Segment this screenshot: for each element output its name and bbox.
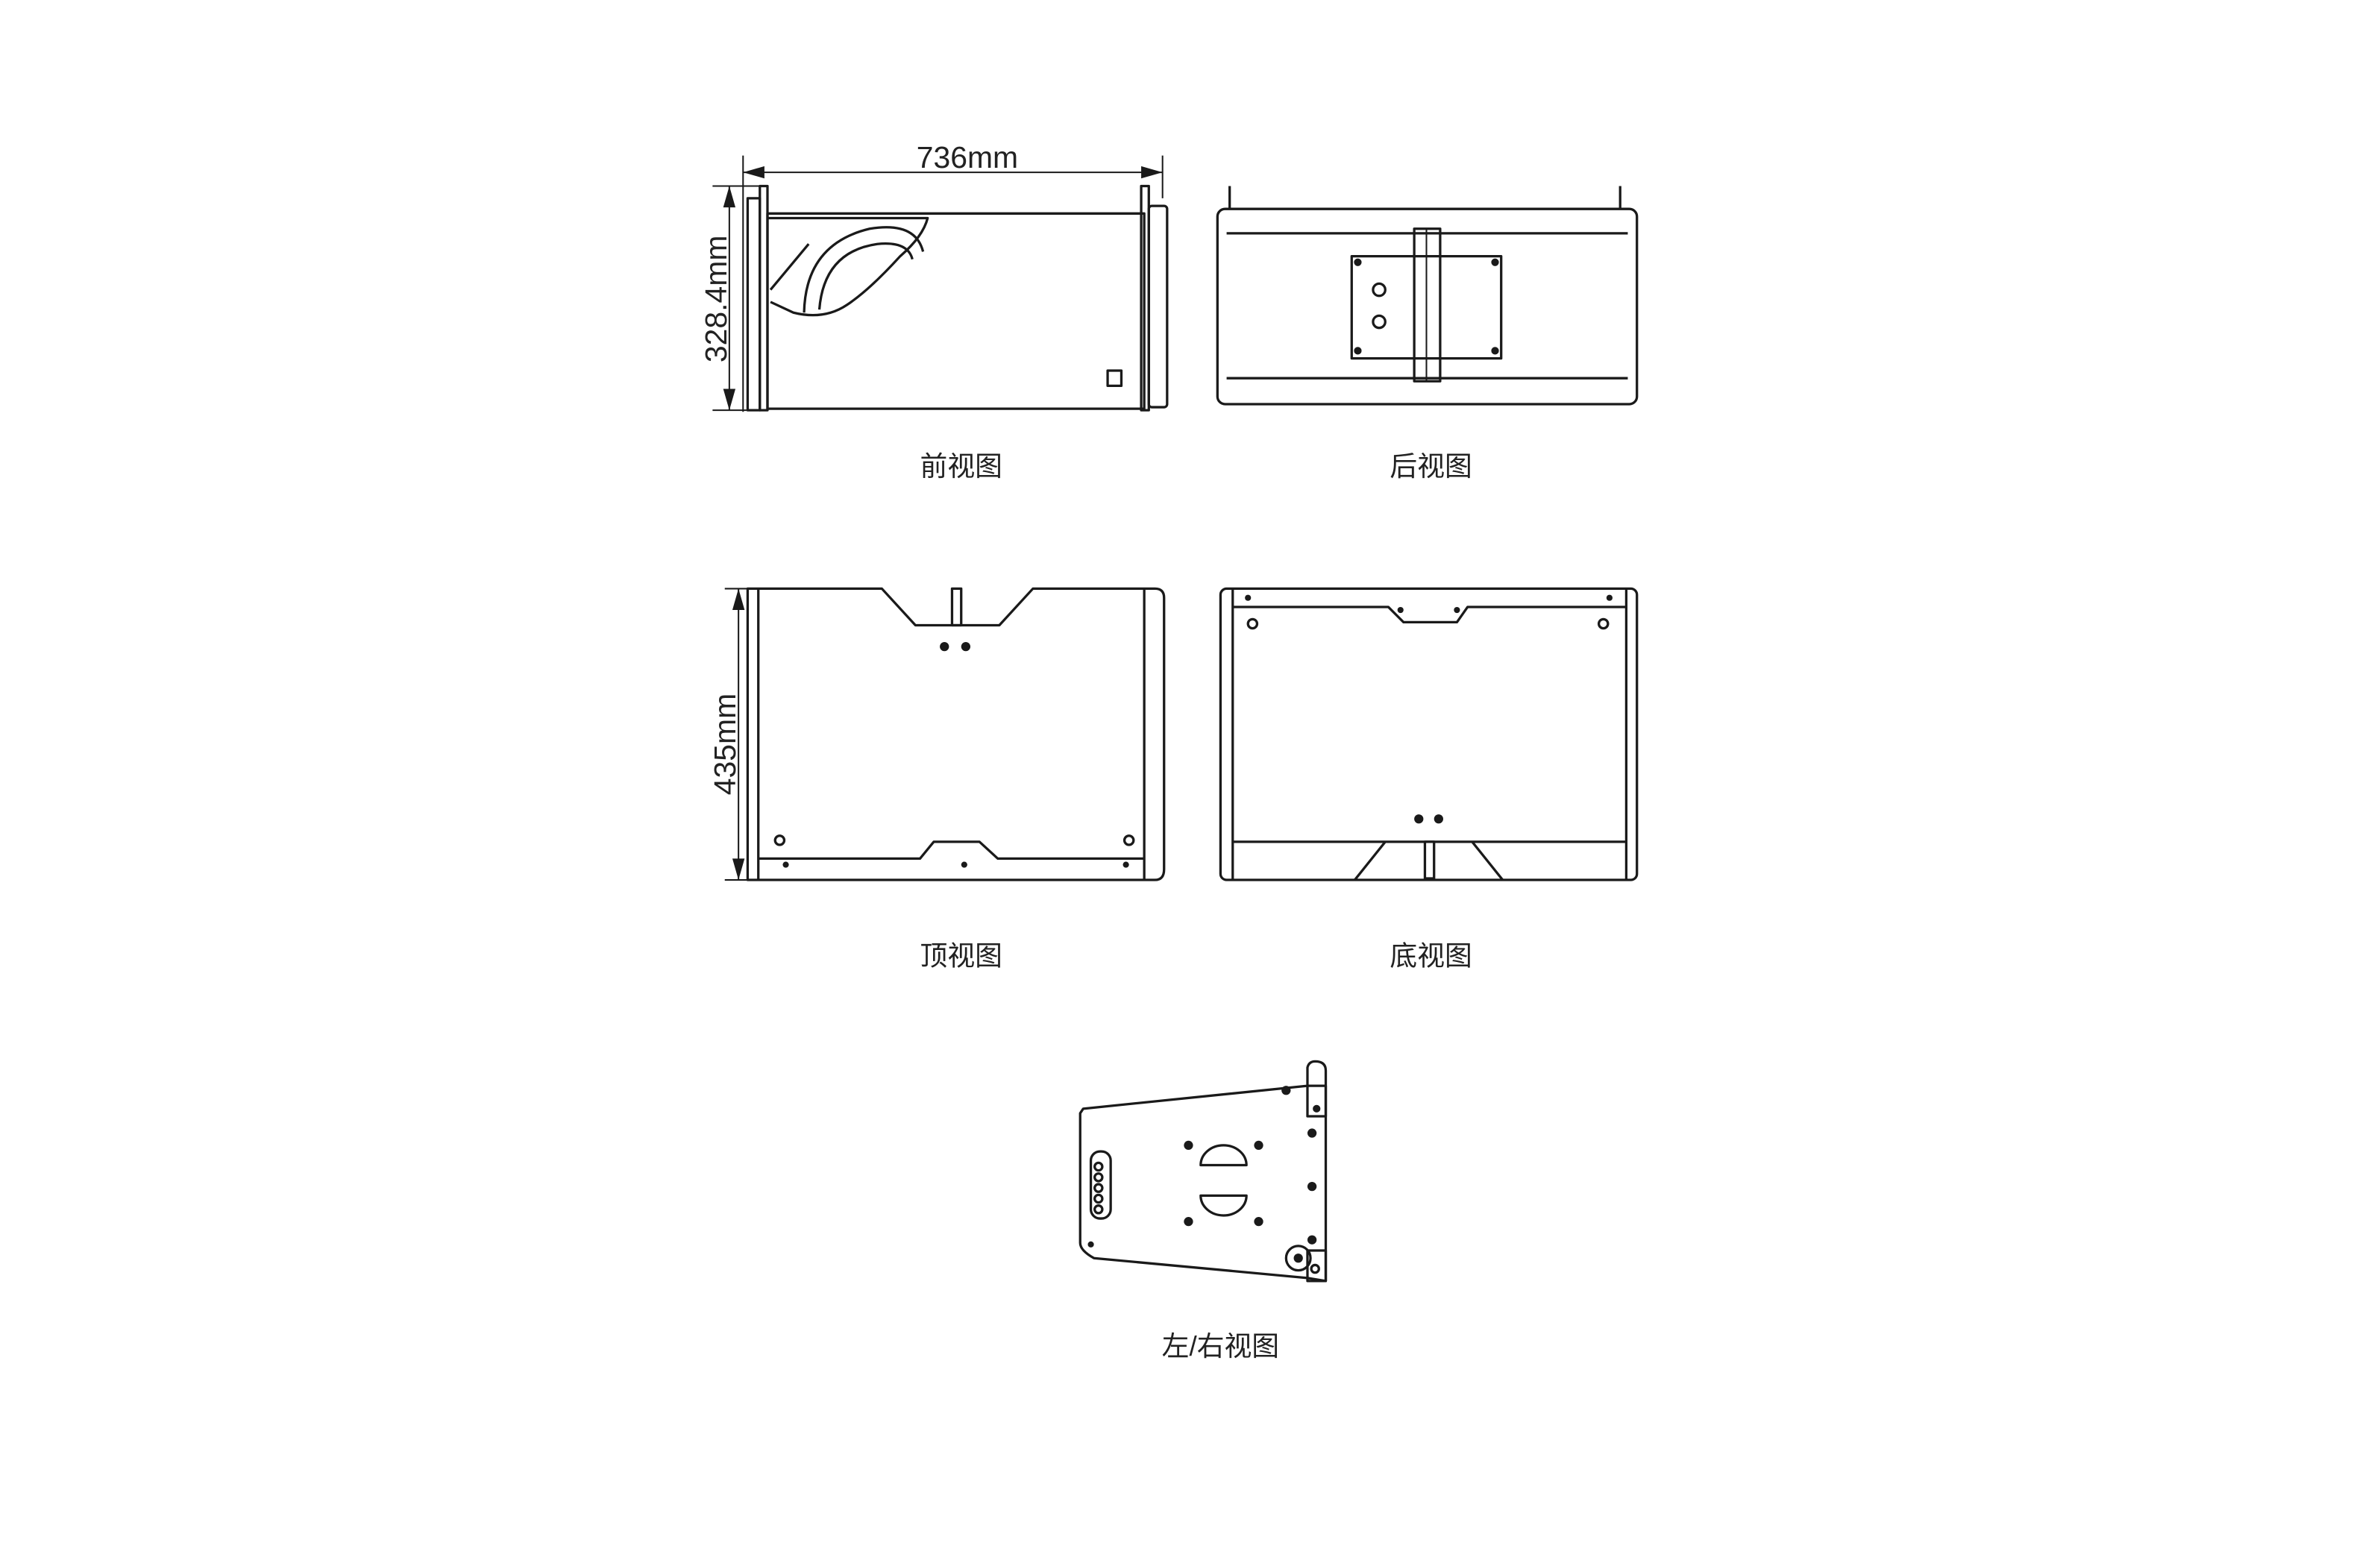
side-view — [1078, 1060, 1328, 1283]
depth-dimension-label: 435mm — [708, 693, 742, 795]
caption-side-view: 左/右视图 — [1162, 1331, 1279, 1362]
top-view: 435mm — [708, 587, 1166, 881]
bottom-view — [1219, 587, 1639, 881]
brand-logo-icon — [1106, 369, 1123, 388]
caption-top-view: 顶视图 — [920, 941, 1002, 972]
caption-bottom-view: 底视图 — [1390, 941, 1472, 972]
width-dimension-label: 736mm — [917, 140, 1018, 174]
back-view — [1216, 186, 1639, 406]
caption-back-view: 后视图 — [1390, 451, 1472, 482]
height-dimension-label: 328.4mm — [699, 236, 733, 362]
caption-front-view: 前视图 — [920, 451, 1002, 482]
front-view: 736mm 328.4mm — [699, 140, 1169, 412]
